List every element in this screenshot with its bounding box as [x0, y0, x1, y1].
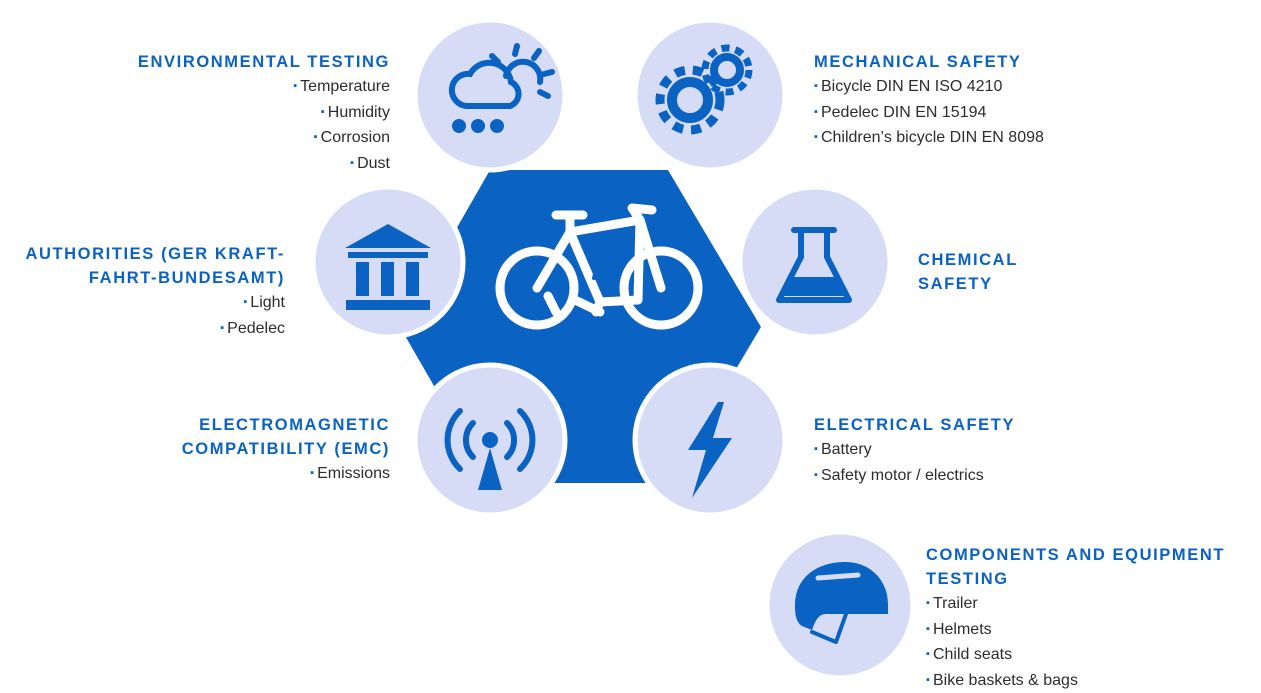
emc-title-line-2: COMPATIBILITY (EMC) [182, 437, 390, 461]
components-title-line-2: TESTING [926, 567, 1225, 591]
list-item: Temperature [138, 74, 390, 100]
components-title-line-1: COMPONENTS AND EQUIPMENT [926, 543, 1225, 567]
authorities-title-line-2: FAHRT-BUNDESAMT) [25, 266, 285, 290]
authorities-text: AUTHORITIES (GER KRAFT- FAHRT-BUNDESAMT)… [25, 242, 285, 341]
list-item: Children’s bicycle DIN EN 8098 [814, 125, 1044, 151]
components-text: COMPONENTS AND EQUIPMENT TESTING Trailer… [926, 543, 1225, 693]
list-item: Safety motor / electrics [814, 463, 1015, 489]
electrical-text: ELECTRICAL SAFETY Battery Safety motor /… [814, 413, 1015, 488]
mechanical-title: MECHANICAL SAFETY [814, 50, 1044, 74]
chemical-text: CHEMICAL SAFETY [918, 248, 1018, 296]
environmental-title: ENVIRONMENTAL TESTING [138, 50, 390, 74]
list-item: Humidity [138, 100, 390, 126]
list-item: Corrosion [138, 125, 390, 151]
list-item: Trailer [926, 591, 1225, 617]
emc-text: ELECTROMAGNETIC COMPATIBILITY (EMC) Emis… [182, 413, 390, 487]
list-item: Pedelec DIN EN 15194 [814, 100, 1044, 126]
list-item: Battery [814, 437, 1015, 463]
list-item: Emissions [182, 461, 390, 487]
list-item: Dust [138, 151, 390, 177]
list-item: Bicycle DIN EN ISO 4210 [814, 74, 1044, 100]
emc-title-line-1: ELECTROMAGNETIC [182, 413, 390, 437]
chemical-title-line-2: SAFETY [918, 272, 1018, 296]
chemical-title-line-1: CHEMICAL [918, 248, 1018, 272]
list-item: Bike baskets & bags [926, 668, 1225, 693]
environmental-text: ENVIRONMENTAL TESTING Temperature Humidi… [138, 50, 390, 176]
authorities-title-line-1: AUTHORITIES (GER KRAFT- [25, 242, 285, 266]
list-item: Light [25, 290, 285, 316]
mechanical-text: MECHANICAL SAFETY Bicycle DIN EN ISO 421… [814, 50, 1044, 151]
list-item: Child seats [926, 642, 1225, 668]
electrical-title: ELECTRICAL SAFETY [814, 413, 1015, 437]
list-item: Pedelec [25, 316, 285, 342]
list-item: Helmets [926, 617, 1225, 643]
chemical-circle [740, 187, 890, 337]
